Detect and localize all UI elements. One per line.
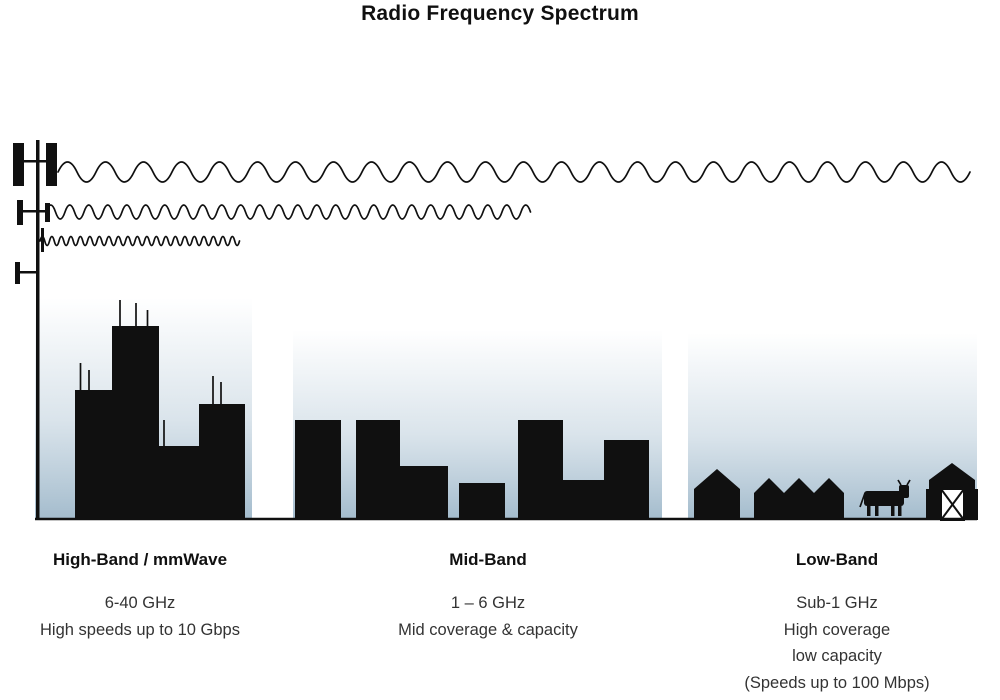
band-line: 6-40 GHz (104, 594, 176, 612)
band-line: High speeds up to 10 Gbps (40, 620, 240, 639)
band-heading: Low-Band (795, 550, 879, 569)
band-heading: Mid-Band (449, 550, 527, 569)
high-band-caption: High-Band / mmWave 6-40 GHz High speeds … (10, 549, 270, 643)
house-icon (814, 478, 844, 520)
cow-icon (859, 479, 911, 516)
low-band-caption: Low-Band Sub-1 GHz High coverage low cap… (707, 549, 967, 696)
band-line: High coverage (783, 620, 891, 639)
page-title: Radio Frequency Spectrum (361, 2, 639, 25)
mid-frequency-wave (45, 204, 532, 220)
house-icon (754, 478, 784, 520)
band-heading: High-Band / mmWave (52, 550, 228, 569)
low-band-scene (694, 463, 978, 521)
house-icon (694, 469, 740, 520)
mid-band-skyline (295, 420, 649, 520)
band-line: Sub-1 GHz (796, 594, 878, 612)
band-line: low capacity (792, 647, 882, 665)
mid-band-caption: Mid-Band 1 – 6 GHz Mid coverage & capaci… (358, 549, 618, 643)
band-line: 1 – 6 GHz (450, 594, 526, 612)
band-line: Mid coverage & capacity (398, 620, 578, 639)
band-line: (Speeds up to 100 Mbps) (744, 673, 930, 692)
house-icon (784, 478, 814, 520)
cell-tower-icon (13, 140, 57, 520)
high-frequency-wave (39, 235, 241, 247)
radio-waves (39, 161, 971, 247)
low-frequency-wave (57, 161, 971, 183)
high-band-skyline (75, 300, 245, 520)
